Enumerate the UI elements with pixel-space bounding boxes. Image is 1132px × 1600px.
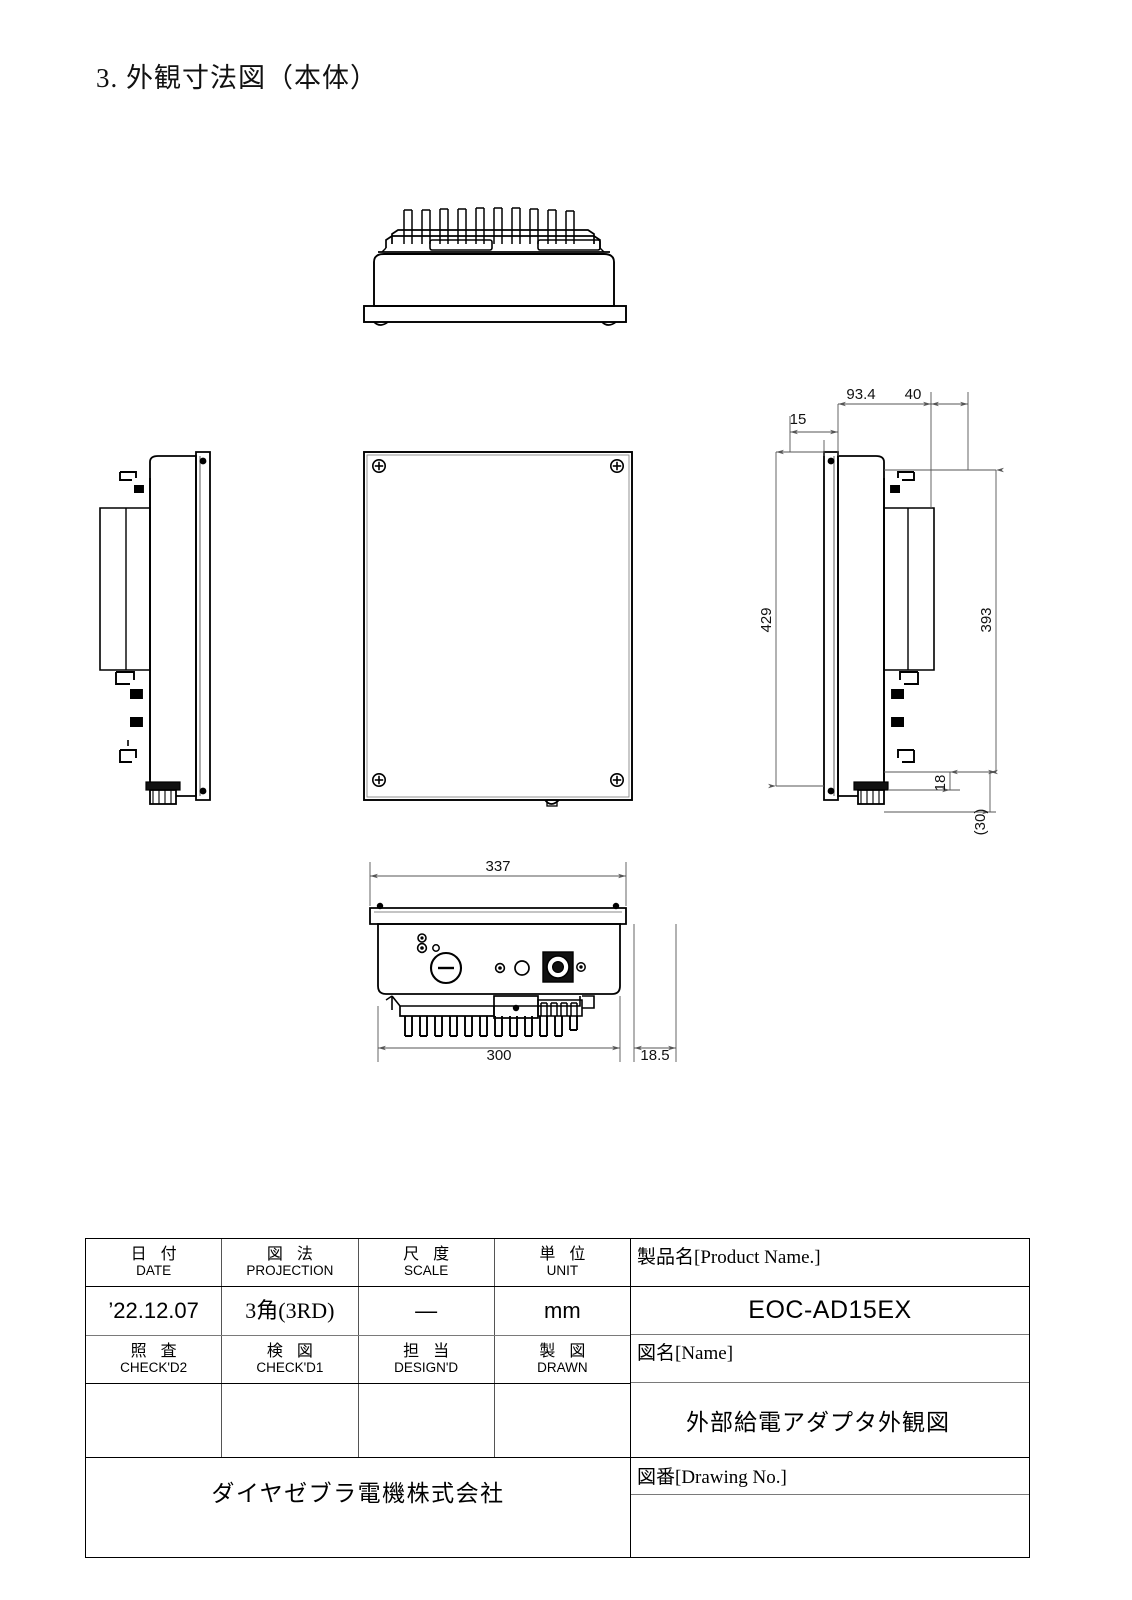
value-cell-designd[interactable] (359, 1384, 495, 1458)
header-cell-date: 日 付 DATE (86, 1239, 223, 1287)
value-cell-projection: 3角(3RD) (222, 1287, 359, 1335)
right-side-view (823, 451, 935, 805)
title-block: 日 付 DATE 図 法 PROJECTION 尺 度 SCALE 単 位 UN… (85, 1238, 1030, 1558)
title-block-value-row: ’22.12.07 3角(3RD) — mm (86, 1287, 630, 1336)
title-block-approval-header-row: 照 査 CHECK'D2 検 図 CHECK'D1 担 当 DESIGN'D 製… (86, 1335, 630, 1385)
value-cell-unit: mm (495, 1287, 630, 1334)
header-cell-unit: 単 位 UNIT (495, 1239, 630, 1286)
product-name-label: 製品名[Product Name.] (637, 1247, 821, 1268)
product-name-label-cell: 製品名[Product Name.] (631, 1239, 1029, 1287)
value-unit: mm (544, 1297, 581, 1323)
header-designd-jp: 担 当 (403, 1342, 455, 1360)
dim-15: 15 (790, 411, 807, 428)
header-projection-jp: 図 法 (266, 1246, 318, 1264)
value-cell-checkd2[interactable] (86, 1384, 223, 1458)
front-view (363, 451, 633, 807)
header-projection-en: PROJECTION (246, 1263, 334, 1279)
bottom-view (369, 902, 627, 1037)
right-side-dimensions (767, 392, 1005, 815)
header-date-en: DATE (136, 1263, 172, 1279)
drawing-name-label: 図名[Name] (637, 1343, 734, 1364)
header-cell-drawn: 製 図 DRAWN (495, 1336, 630, 1383)
title-block-lower: ダイヤゼブラ電機株式会社 図番[Drawing No.] (86, 1457, 1029, 1557)
header-checkd2-jp: 照 査 (130, 1342, 182, 1360)
front-screw-top-right (609, 458, 625, 474)
header-unit-en: UNIT (546, 1263, 579, 1279)
title-block-header-row: 日 付 DATE 図 法 PROJECTION 尺 度 SCALE 単 位 UN… (86, 1239, 630, 1288)
header-designd-en: DESIGN'D (394, 1360, 459, 1376)
header-cell-scale: 尺 度 SCALE (359, 1239, 495, 1287)
header-scale-jp: 尺 度 (403, 1246, 455, 1264)
value-scale: — (415, 1297, 438, 1323)
front-screw-bottom-left (371, 772, 387, 788)
product-name-value: EOC-AD15EX (748, 1296, 912, 1324)
header-checkd1-jp: 検 図 (266, 1342, 318, 1360)
title-block-right: 製品名[Product Name.] EOC-AD15EX 図名[Name] 外… (631, 1239, 1029, 1457)
dim-300: 300 (486, 1047, 511, 1064)
title-block-left: 日 付 DATE 図 法 PROJECTION 尺 度 SCALE 単 位 UN… (86, 1239, 631, 1458)
header-scale-en: SCALE (403, 1263, 449, 1279)
drawing-no-cell[interactable]: 図番[Drawing No.] (631, 1458, 1029, 1557)
header-unit-jp: 単 位 (539, 1246, 591, 1264)
dim-18: 18 (932, 775, 949, 792)
bottom-view-dimensions (369, 862, 677, 1062)
left-side-view (99, 451, 211, 805)
value-projection: 3角(3RD) (245, 1297, 335, 1323)
header-checkd2-en: CHECK'D2 (120, 1360, 188, 1376)
header-cell-projection: 図 法 PROJECTION (222, 1239, 359, 1287)
drawing-name-value-cell: 外部給電アダプタ外観図 (631, 1383, 1029, 1457)
page-title: 3. 外観寸法図（本体） (96, 63, 378, 93)
value-cell-drawn[interactable] (495, 1384, 630, 1457)
dim-429: 429 (758, 607, 775, 632)
right-side-dimension-labels: 93.4 40 15 429 393 18 (30) (758, 386, 995, 835)
header-checkd1-en: CHECK'D1 (256, 1360, 324, 1376)
header-cell-designd: 担 当 DESIGN'D (359, 1335, 495, 1384)
company-name: ダイヤゼブラ電機株式会社 (211, 1481, 505, 1506)
dim-393: 393 (978, 607, 995, 632)
header-cell-checkd1: 検 図 CHECK'D1 (222, 1335, 359, 1384)
dim-40: 40 (905, 386, 922, 403)
header-drawn-en: DRAWN (537, 1360, 588, 1376)
dim-18-5: 18.5 (640, 1047, 669, 1064)
front-screw-bottom-right (609, 772, 625, 788)
company-cell: ダイヤゼブラ電機株式会社 (86, 1458, 631, 1557)
front-screw-top-left (371, 458, 387, 474)
header-cell-checkd2: 照 査 CHECK'D2 (86, 1335, 223, 1384)
dim-30: (30) (972, 809, 989, 836)
value-date: ’22.12.07 (108, 1297, 199, 1323)
value-cell-checkd1[interactable] (222, 1384, 359, 1458)
title-block-approval-value-row (86, 1384, 630, 1458)
drawing-name-value: 外部給電アダプタ外観図 (686, 1410, 950, 1435)
dim-93-4: 93.4 (846, 386, 875, 403)
value-cell-date: ’22.12.07 (86, 1287, 223, 1335)
header-date-jp: 日 付 (130, 1246, 182, 1264)
drawing-no-separator (631, 1494, 1029, 1495)
dim-337: 337 (485, 858, 510, 875)
drawing-no-label: 図番[Drawing No.] (637, 1467, 787, 1488)
value-cell-scale: — (359, 1287, 495, 1335)
top-view (363, 207, 627, 326)
title-block-upper: 日 付 DATE 図 法 PROJECTION 尺 度 SCALE 単 位 UN… (86, 1239, 1029, 1458)
bottom-view-dimension-labels: 337 300 18.5 (485, 858, 669, 1064)
product-name-value-cell: EOC-AD15EX (631, 1287, 1029, 1335)
drawing-name-label-cell: 図名[Name] (631, 1335, 1029, 1383)
header-drawn-jp: 製 図 (539, 1342, 591, 1360)
